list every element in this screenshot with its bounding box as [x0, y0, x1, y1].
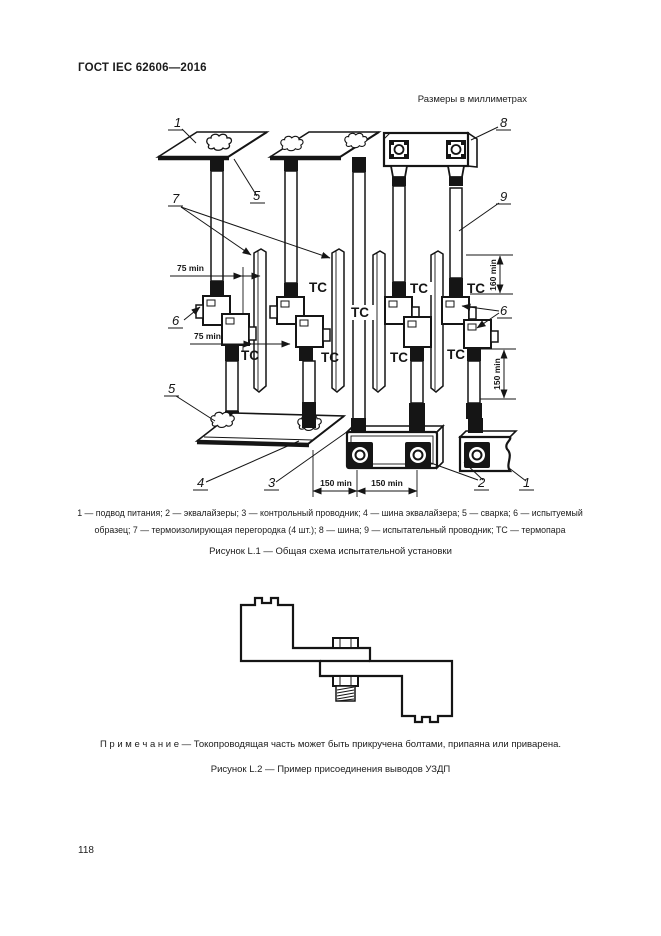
left-conductor-and-specimens — [195, 157, 257, 435]
dimension-160-min-right: 160 min — [488, 255, 504, 294]
dim-160-min: 160 min — [488, 259, 498, 291]
bolt-nut-and-stud — [332, 675, 359, 702]
callout-6-right: 6 — [500, 303, 508, 318]
thermocouple-label: ТС — [467, 281, 485, 296]
standard-number-header: ГОСТ IEC 62606—2016 — [78, 62, 207, 74]
callout-6-left: 6 — [172, 313, 180, 328]
callouts: 1 5 7 6 5 4 3 2 1 — [164, 115, 534, 491]
bolt-head — [332, 637, 359, 649]
figure-l2-note: П р и м е ч а н и е — Токопроводящая час… — [99, 739, 562, 750]
thermocouple-label: ТС — [410, 281, 428, 296]
page-number: 118 — [78, 845, 94, 856]
dimension-150-min-bottom-right: 150 min — [356, 478, 418, 495]
callout-5-bottom: 5 — [168, 381, 176, 396]
dimension-75-min-lower: 75 min — [190, 331, 291, 348]
middle-conductor-and-specimens — [269, 157, 331, 428]
equalizer-bolt — [347, 442, 373, 468]
callout-2: 2 — [477, 475, 486, 490]
thermocouple-label: ТС — [241, 348, 259, 363]
equalizer-bolt — [405, 442, 431, 468]
callout-3: 3 — [268, 475, 276, 490]
thermocouple-label: ТС — [447, 347, 465, 362]
legend-line-2: образец; 7 — термоизолирующая перегородк… — [94, 525, 566, 535]
top-plate-1 — [155, 131, 270, 161]
callout-7: 7 — [172, 191, 180, 206]
thermocouple-label: ТС — [321, 350, 339, 365]
top-plate-2 — [267, 131, 382, 161]
thermocouple-label: ТС — [309, 280, 327, 295]
dimension-75-min-upper: 75 min — [170, 263, 261, 280]
legend-line-1: 1 — подвод питания; 2 — эквалайзеры; 3 —… — [77, 508, 583, 518]
dim-150-min: 150 min — [371, 478, 403, 488]
dim-75-min: 75 min — [194, 331, 221, 341]
top-busbar-8 — [382, 131, 478, 186]
callout-5-top: 5 — [253, 188, 261, 203]
thermo-insulating-partitions — [253, 248, 444, 393]
control-conductor — [352, 157, 366, 434]
busbar-bolt — [389, 140, 409, 159]
thermocouple-label: ТС — [390, 350, 408, 365]
dimension-150-min-bottom-left: 150 min — [312, 478, 358, 495]
callout-9: 9 — [500, 189, 507, 204]
units-note: Размеры в миллиметрах — [417, 94, 527, 105]
callout-8: 8 — [500, 115, 508, 130]
bottom-plate-4 — [194, 411, 347, 448]
supply-block-bolt — [464, 442, 490, 468]
thermocouple-labels: ТС ТС ТС ТС ТС ТС ТС ТС — [241, 280, 485, 365]
figure-l1-legend: 1 — подвод питания; 2 — эквалайзеры; 3 —… — [50, 505, 610, 539]
bottom-equalizer-busbar — [345, 418, 445, 470]
busbar-bolt — [446, 140, 466, 159]
figure-l2-caption: Рисунок L.2 — Пример присоединения вывод… — [210, 764, 451, 775]
callout-1-top: 1 — [174, 115, 181, 130]
callout-1-bottom: 1 — [523, 475, 530, 490]
figure-l1-caption: Рисунок L.1 — Общая схема испытательной … — [209, 546, 452, 557]
dim-150-min: 150 min — [492, 358, 502, 390]
figure-l2-terminal-connection — [239, 596, 454, 724]
supply-block — [458, 418, 518, 473]
test-conductor-left — [384, 185, 432, 419]
dim-150-min: 150 min — [320, 478, 352, 488]
dimension-150-min-right: 150 min — [492, 349, 508, 399]
test-conductor-right — [441, 187, 499, 419]
thermocouple-label: ТС — [351, 305, 369, 320]
dim-75-min: 75 min — [177, 263, 204, 273]
callout-4: 4 — [197, 475, 204, 490]
